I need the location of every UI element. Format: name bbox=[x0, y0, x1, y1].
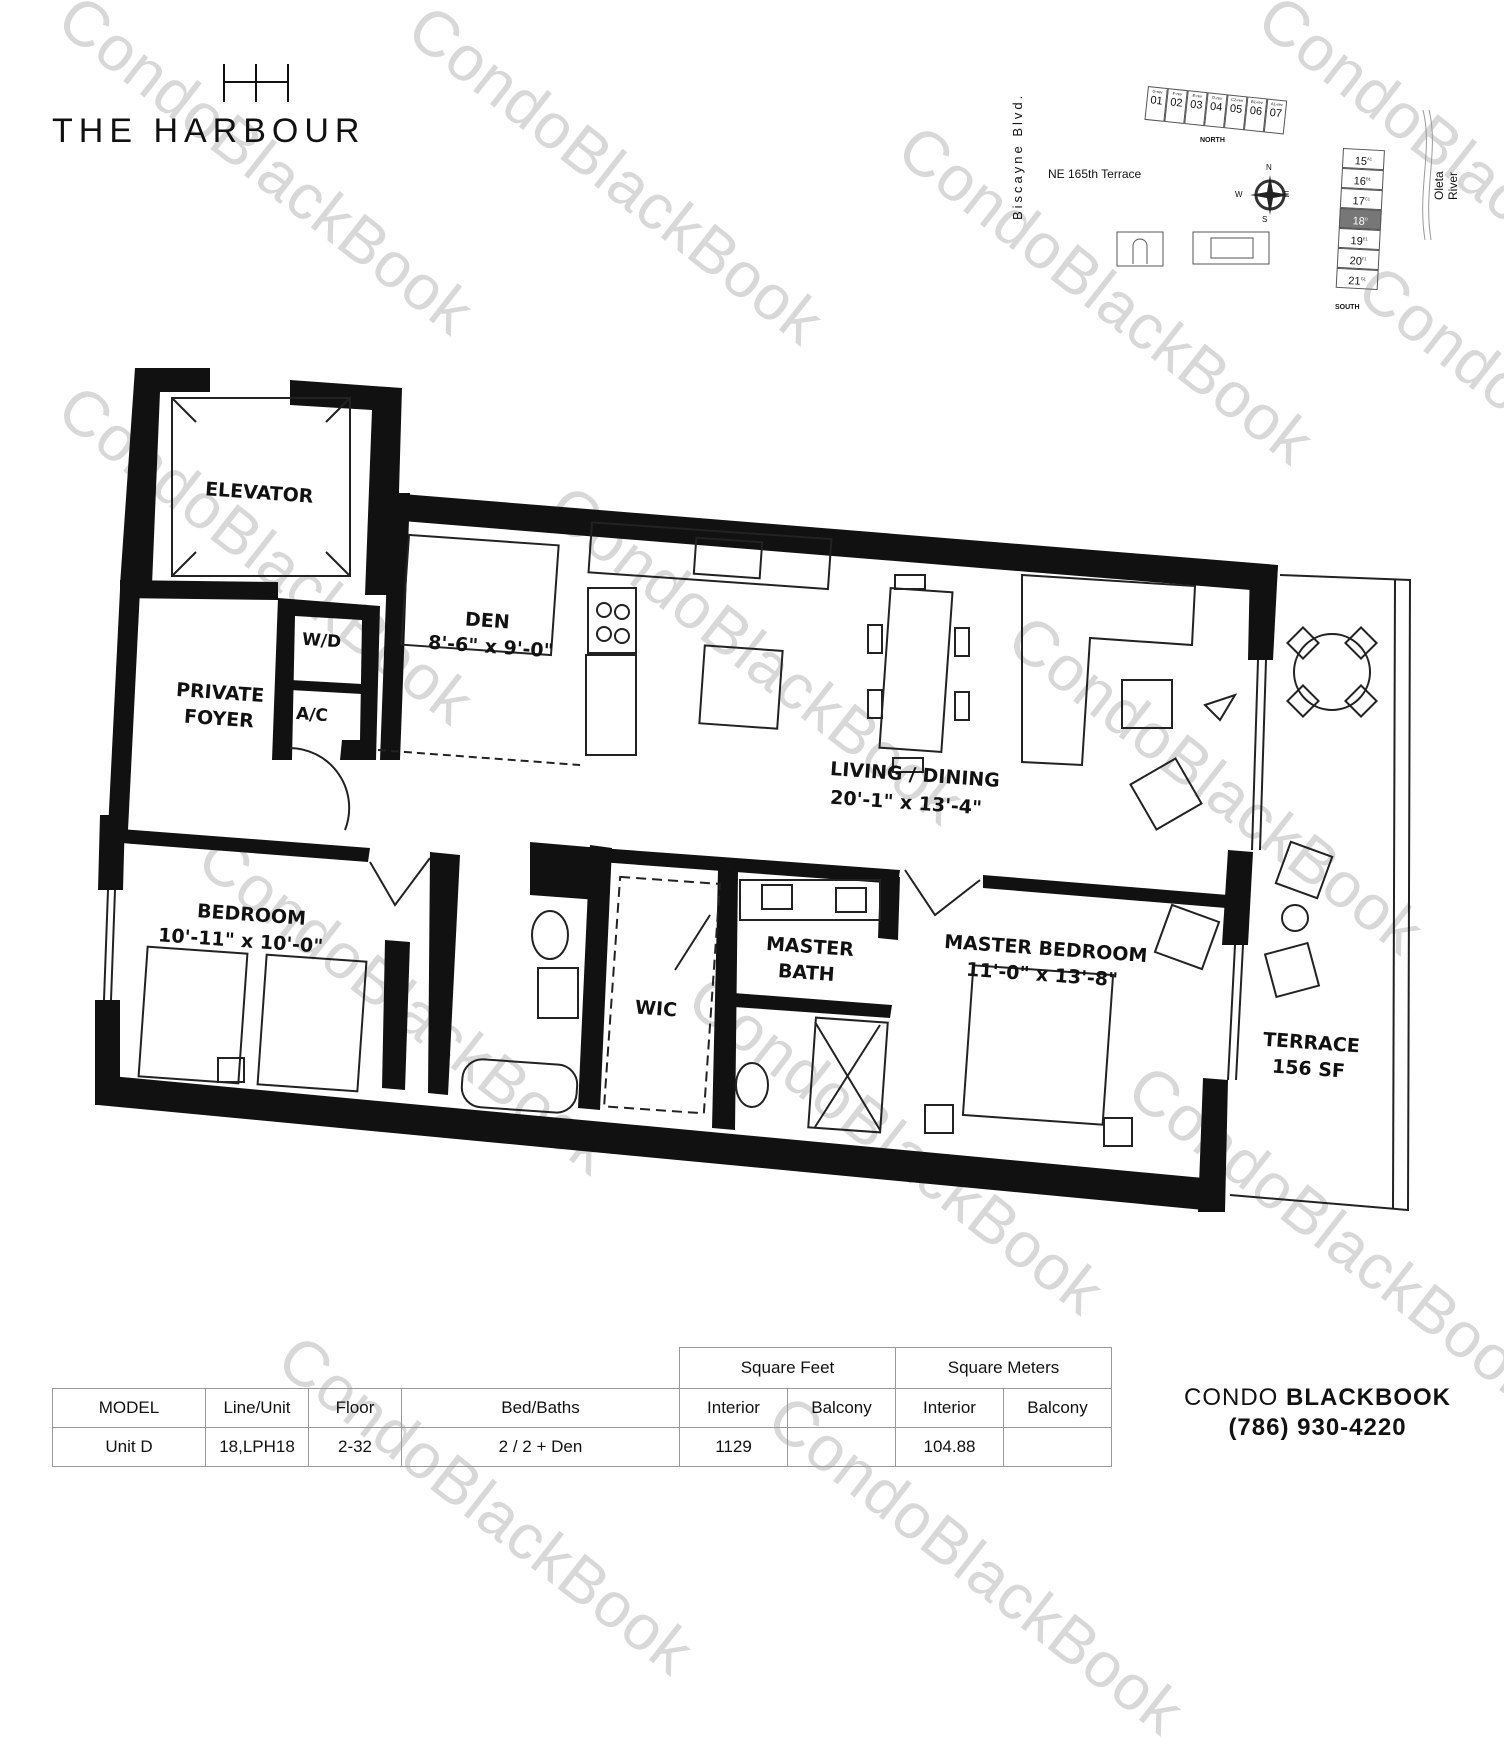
header-sqm-balcony: Balcony bbox=[1003, 1388, 1112, 1427]
label-terrace-size: 156 SF bbox=[1271, 1055, 1346, 1083]
label-ac: A/C bbox=[295, 703, 329, 727]
label-wic: WIC bbox=[634, 996, 678, 1022]
header-floor: Floor bbox=[308, 1388, 402, 1427]
cell-sqm-interior: 104.88 bbox=[895, 1427, 1004, 1466]
cell-sqft-balcony bbox=[787, 1427, 896, 1466]
label-foyer-2: FOYER bbox=[183, 705, 255, 733]
compass-e: E bbox=[1284, 190, 1290, 199]
cell-floor: 2-32 bbox=[308, 1427, 402, 1466]
cell-sqft-interior: 1129 bbox=[679, 1427, 788, 1466]
logo-mark bbox=[223, 64, 289, 102]
site-map: Biscayne Blvd. NE 165th Terrace Oleta Ri… bbox=[1000, 70, 1480, 320]
south-label: SOUTH bbox=[1335, 304, 1360, 311]
floor-plan bbox=[95, 368, 1412, 1212]
north-label: NORTH bbox=[1200, 137, 1225, 144]
fixtures bbox=[103, 397, 1412, 1212]
brand-block: CONDO BLACKBOOK (786) 930-4220 bbox=[1150, 1383, 1485, 1443]
brand-name-light: CONDO bbox=[1183, 1384, 1279, 1411]
logo-name: THE HARBOUR bbox=[52, 112, 366, 150]
compass-rose-icon bbox=[1250, 175, 1290, 215]
amenities-icon bbox=[1116, 231, 1270, 267]
header-line-unit: Line/Unit bbox=[205, 1388, 309, 1427]
header-sqft-interior: Interior bbox=[679, 1388, 788, 1427]
label-master-bath-2: BATH bbox=[777, 960, 836, 986]
compass-w: W bbox=[1235, 190, 1243, 199]
cell-line-unit: 18,LPH18 bbox=[205, 1427, 309, 1466]
group-header-sqft: Square Feet bbox=[679, 1347, 896, 1388]
brand-phone[interactable]: (786) 930-4220 bbox=[1228, 1414, 1407, 1441]
cell-model: Unit D bbox=[52, 1427, 206, 1466]
street-ne165: NE 165th Terrace bbox=[1048, 167, 1142, 181]
brand-name-bold: BLACKBOOK bbox=[1286, 1384, 1451, 1411]
label-wd: W/D bbox=[301, 629, 342, 653]
compass-s: S bbox=[1262, 215, 1268, 224]
cell-sqm-balcony bbox=[1003, 1427, 1112, 1466]
header-bed-baths: Bed/Baths bbox=[401, 1388, 680, 1427]
label-den: DEN bbox=[464, 608, 511, 634]
header-sqft-balcony: Balcony bbox=[787, 1388, 896, 1427]
compass-n: N bbox=[1266, 163, 1272, 172]
header-model: MODEL bbox=[52, 1388, 206, 1427]
cell-bed-baths: 2 / 2 + Den bbox=[401, 1427, 680, 1466]
spec-table: Square Feet Square Meters MODEL Line/Uni… bbox=[52, 1347, 1112, 1467]
group-header-sqm: Square Meters bbox=[895, 1347, 1112, 1388]
walls bbox=[95, 368, 1278, 1212]
header-sqm-interior: Interior bbox=[895, 1388, 1004, 1427]
river-lines bbox=[1422, 110, 1433, 240]
